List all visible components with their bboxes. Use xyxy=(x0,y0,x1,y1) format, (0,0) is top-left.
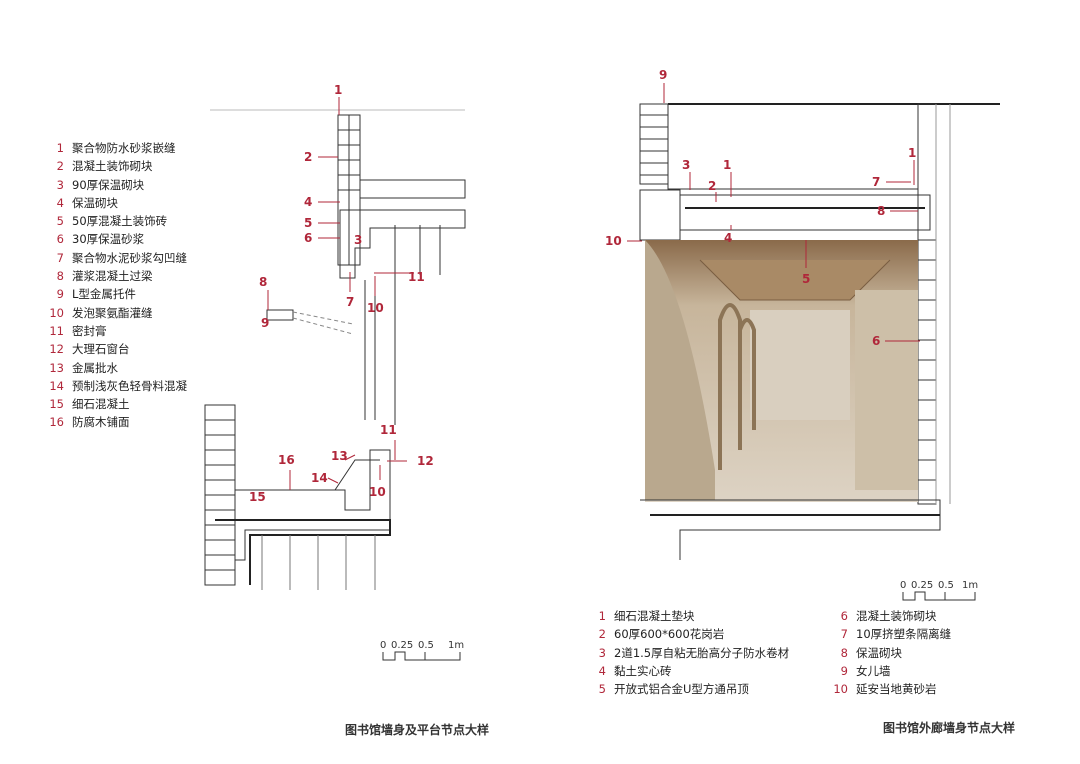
callout-label: 13 xyxy=(331,449,348,463)
callout-label: 3 xyxy=(354,233,362,247)
scale-label: 1m xyxy=(448,640,464,651)
callout-label: 9 xyxy=(659,68,667,82)
callout-label: 1 xyxy=(723,158,731,172)
callout-label: 7 xyxy=(872,175,880,189)
callout-label: 9 xyxy=(261,316,269,330)
callout-label: 2 xyxy=(708,179,716,193)
callout-label: 5 xyxy=(304,216,312,230)
right-drawing-title: 图书馆外廊墙身节点大样 xyxy=(883,721,1016,735)
scale-label: 0.25 xyxy=(391,640,413,651)
callout-label: 4 xyxy=(304,195,312,209)
scale-label: 0.25 xyxy=(911,580,933,591)
callout-label: 4 xyxy=(724,231,732,245)
callout-label: 7 xyxy=(346,295,354,309)
scale-label: 0 xyxy=(900,580,906,591)
callout-label: 6 xyxy=(304,231,312,245)
scale-label: 0.5 xyxy=(938,580,954,591)
callout-label: 6 xyxy=(872,334,880,348)
callout-label: 1 xyxy=(908,146,916,160)
callout-label: 3 xyxy=(682,158,690,172)
callout-label: 14 xyxy=(311,471,328,485)
callout-label: 11 xyxy=(408,270,425,284)
right-section-drawing: 0 0.25 0.5 1m 9 3 1 2 4 10 5 7 1 8 6 xyxy=(605,68,1000,601)
callout-label: 16 xyxy=(278,453,295,467)
callout-label: 5 xyxy=(802,272,810,286)
callout-label: 15 xyxy=(249,490,266,504)
callout-label: 10 xyxy=(367,301,384,315)
callout-label: 10 xyxy=(369,485,386,499)
left-section-drawing: 0 0.25 0.5 1m 1 2 4 5 6 3 11 7 10 8 9 11… xyxy=(204,83,466,661)
left-drawing-title: 图书馆墙身及平台节点大样 xyxy=(345,723,490,737)
callout-label: 1 xyxy=(334,83,342,97)
scale-label: 1m xyxy=(962,580,978,591)
callout-label: 2 xyxy=(304,150,312,164)
callout-label: 10 xyxy=(605,234,622,248)
scale-label: 0.5 xyxy=(418,640,434,651)
callout-label: 11 xyxy=(380,423,397,437)
callout-label: 8 xyxy=(877,204,885,218)
callout-label: 8 xyxy=(259,275,267,289)
scale-label: 0 xyxy=(380,640,386,651)
callout-label: 12 xyxy=(417,454,434,468)
